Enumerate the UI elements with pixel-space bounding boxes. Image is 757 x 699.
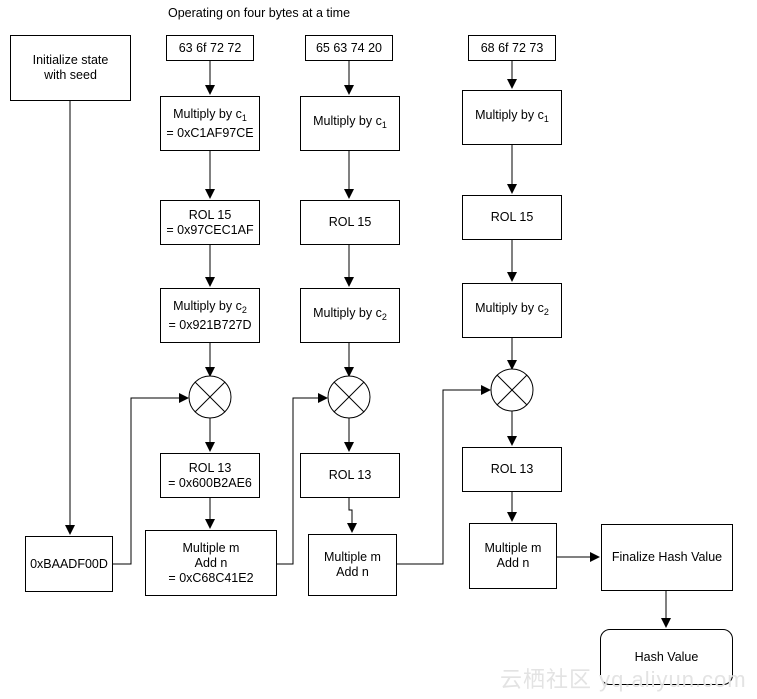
- c1-rol15-box: ROL 15 = 0x97CEC1AF: [160, 200, 260, 245]
- arrow-seed-to-xor1: [113, 393, 189, 565]
- c3-mul2-box: Multiply by c2: [462, 283, 562, 338]
- c3-rol15-box: ROL 15: [462, 195, 562, 240]
- arrow-madd1-to-xor2: [277, 393, 328, 565]
- diagram-caption: Operating on four bytes at a time: [168, 6, 351, 20]
- c2-rol13-label: ROL 13: [328, 468, 372, 482]
- c2-rol15-label: ROL 15: [328, 215, 372, 229]
- hash-value-box: Hash Value: [600, 629, 733, 685]
- hash-value-label: Hash Value: [634, 649, 699, 664]
- c3-input-bytes: 68 6f 72 73: [480, 40, 544, 55]
- c1-input-box: 63 6f 72 72: [166, 35, 254, 61]
- finalize-box: Finalize Hash Value: [601, 524, 733, 591]
- c3-mul1-label: Multiply by c1: [475, 108, 549, 124]
- c2-mul1-box: Multiply by c1: [300, 96, 400, 151]
- c1-mul2-label: Multiply by c2: [173, 298, 247, 315]
- combine-operator-3: [490, 368, 534, 412]
- c1-rol13-box: ROL 13 = 0x600B2AE6: [160, 453, 260, 498]
- c1-rol13-label: ROL 13: [188, 460, 232, 475]
- c1-madd-line1: Multiple m: [182, 540, 240, 555]
- c3-madd-line1: Multiple m: [484, 541, 542, 555]
- init-state-box: Initialize state with seed: [10, 35, 131, 101]
- c2-mul2-label: Multiply by c2: [313, 306, 387, 322]
- c2-mul2-box: Multiply by c2: [300, 288, 400, 343]
- combine-operator-2: [327, 375, 371, 419]
- c2-rol15-box: ROL 15: [300, 200, 400, 245]
- c1-mul2-value: = 0x921B727D: [168, 317, 252, 332]
- combine-operator-1: [188, 375, 232, 419]
- c1-mul1-box: Multiply by c1 = 0xC1AF97CE: [160, 96, 260, 151]
- seed-box: 0xBAADF00D: [25, 536, 113, 592]
- c3-mul1-box: Multiply by c1: [462, 90, 562, 145]
- c1-rol15-label: ROL 15: [188, 207, 232, 222]
- c2-input-box: 65 63 74 20: [305, 35, 393, 61]
- c1-input-bytes: 63 6f 72 72: [178, 40, 242, 55]
- c1-rol13-value: = 0x600B2AE6: [168, 475, 252, 490]
- c2-madd-line1: Multiple m: [324, 550, 381, 564]
- c3-rol15-label: ROL 15: [490, 210, 534, 224]
- c2-input-bytes: 65 63 74 20: [315, 40, 383, 55]
- c1-madd-value: = 0xC68C41E2: [168, 570, 254, 585]
- seed-value: 0xBAADF00D: [30, 556, 108, 571]
- init-line-2: with seed: [44, 68, 97, 82]
- c1-mul1-value: = 0xC1AF97CE: [166, 125, 254, 140]
- init-line-1: Initialize state: [32, 53, 109, 67]
- watermark: 云栖社区 yq.aliyun.com: [500, 667, 747, 692]
- c2-rol13-box: ROL 13: [300, 453, 400, 498]
- c1-rol15-value: = 0x97CEC1AF: [166, 222, 254, 237]
- c1-madd-line2: Add n: [194, 555, 228, 570]
- c1-madd-box: Multiple m Add n = 0xC68C41E2: [145, 530, 277, 596]
- c3-input-box: 68 6f 72 73: [468, 35, 556, 61]
- c3-madd-box: Multiple m Add n: [469, 523, 557, 589]
- c1-mul2-box: Multiply by c2 = 0x921B727D: [160, 288, 260, 343]
- c2-madd-line2: Add n: [336, 565, 369, 579]
- c3-rol13-box: ROL 13: [462, 447, 562, 492]
- c1-mul1-label: Multiply by c1: [173, 106, 247, 123]
- c2-mul1-label: Multiply by c1: [313, 114, 387, 130]
- arrow-c2-rol13-madd: [347, 498, 357, 533]
- c3-madd-line2: Add n: [496, 556, 530, 570]
- finalize-label: Finalize Hash Value: [611, 550, 723, 564]
- c3-mul2-label: Multiply by c2: [475, 301, 549, 317]
- c3-rol13-label: ROL 13: [490, 462, 534, 476]
- arrow-madd2-to-xor3: [397, 385, 491, 565]
- c2-madd-box: Multiple m Add n: [308, 534, 397, 596]
